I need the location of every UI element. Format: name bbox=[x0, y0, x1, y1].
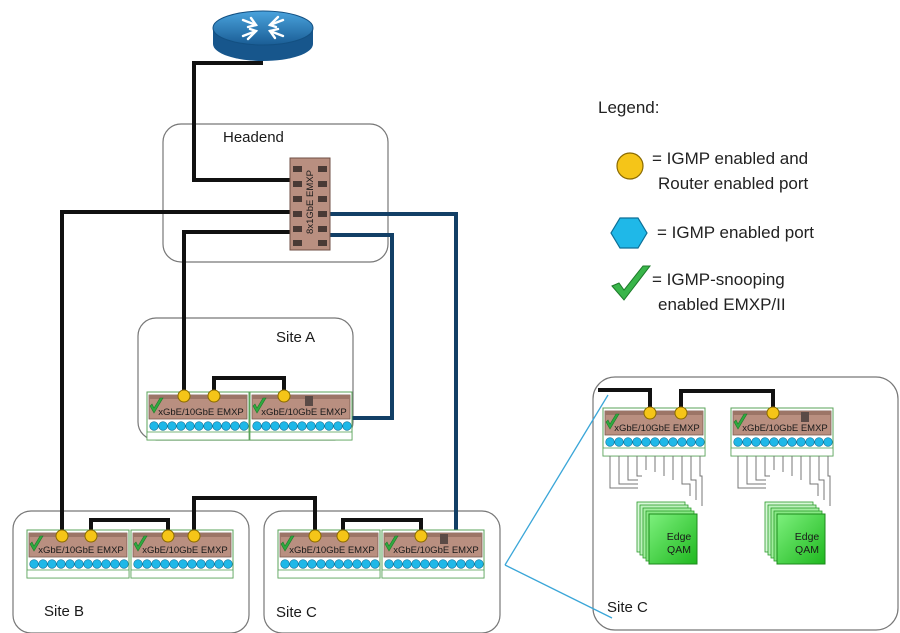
site-a-label: Site A bbox=[276, 329, 315, 346]
card-label: xGbE/10GbE EMXP bbox=[393, 545, 479, 556]
headend-switch: 8x1GbE EMXP bbox=[289, 157, 331, 251]
card-label: xGbE/10GbE EMXP bbox=[142, 545, 228, 556]
legend: Legend: = IGMP enabled and Router enable… bbox=[598, 98, 814, 314]
legend-item-3-line1: = IGMP-snooping bbox=[652, 270, 785, 289]
qam-cables-2 bbox=[737, 456, 831, 506]
yellow-circle-icon bbox=[616, 152, 644, 180]
site-c-detail-card-1: xGbE/10GbE EMXP bbox=[602, 407, 706, 457]
edge-qam-label-line1: Edge bbox=[795, 531, 820, 543]
legend-title: Legend: bbox=[598, 98, 659, 117]
router-icon bbox=[212, 10, 314, 61]
legend-item-2-line1: = IGMP enabled port bbox=[657, 223, 814, 242]
card-label: xGbE/10GbE EMXP bbox=[38, 545, 124, 556]
site-c-detail-card-2: xGbE/10GbE EMXP bbox=[730, 407, 834, 457]
edge-qam-2: Edge QAM bbox=[764, 501, 826, 565]
green-checkmark-icon bbox=[611, 265, 652, 301]
zoom-callout bbox=[504, 394, 613, 619]
site-c-detail-box bbox=[592, 376, 899, 631]
card-label: xGbE/10GbE EMXP bbox=[614, 423, 700, 434]
headend-label: Headend bbox=[223, 129, 284, 146]
site-b-label: Site B bbox=[44, 603, 84, 620]
site-b-card-2: xGbE/10GbE EMXP bbox=[130, 529, 234, 579]
site-a-card-2: xGbE/10GbE EMXP bbox=[249, 391, 353, 441]
site-c-card-2: xGbE/10GbE EMXP bbox=[381, 529, 485, 579]
site-a-card-1: xGbE/10GbE EMXP bbox=[146, 391, 250, 441]
site-c-detail-label: Site C bbox=[607, 599, 648, 616]
site-c-card-1: xGbE/10GbE EMXP bbox=[277, 529, 381, 579]
card-label: xGbE/10GbE EMXP bbox=[289, 545, 375, 556]
dark-links bbox=[60, 61, 775, 536]
blue-hexagon-icon bbox=[610, 217, 648, 249]
card-label: xGbE/10GbE EMXP bbox=[261, 407, 347, 418]
headend-switch-label: 8x1GbE EMXP bbox=[305, 170, 316, 234]
blue-links bbox=[330, 212, 458, 536]
headend-box bbox=[162, 123, 389, 263]
site-c-label: Site C bbox=[276, 604, 317, 621]
qam-cables-1 bbox=[609, 456, 703, 506]
edge-qam-label-line2: QAM bbox=[795, 544, 819, 556]
legend-item-1-line2: Router enabled port bbox=[658, 174, 809, 193]
card-label: xGbE/10GbE EMXP bbox=[158, 407, 244, 418]
edge-qam-label-line2: QAM bbox=[667, 544, 691, 556]
site-b-box bbox=[12, 510, 250, 633]
legend-item-3-line2: enabled EMXP/II bbox=[658, 295, 786, 314]
card-label: xGbE/10GbE EMXP bbox=[742, 423, 828, 434]
site-c-box bbox=[263, 510, 501, 633]
edge-qam-1: Edge QAM bbox=[636, 501, 698, 565]
legend-item-1-line1: = IGMP enabled and bbox=[652, 149, 808, 168]
edge-qam-label-line1: Edge bbox=[667, 531, 692, 543]
site-b-card-1: xGbE/10GbE EMXP bbox=[26, 529, 130, 579]
router-enabled-ports bbox=[55, 389, 780, 543]
